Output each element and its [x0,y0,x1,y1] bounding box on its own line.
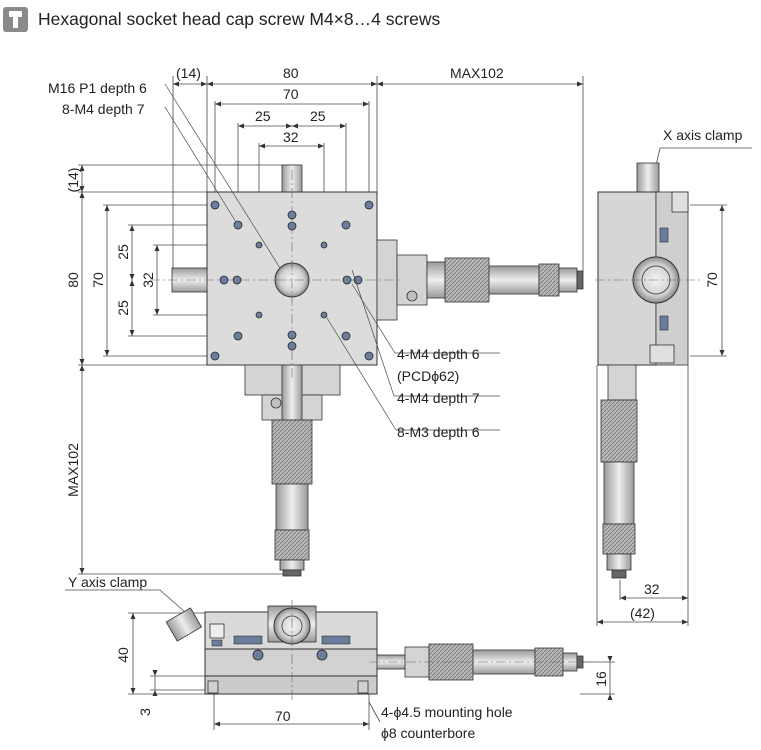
front-y-clamp-knob [165,607,203,642]
callout-m16: M16 P1 depth 6 [48,80,147,96]
dim-top-70: 70 [283,86,299,102]
front-dim-3: 3 [137,708,153,716]
side-dim-32: 32 [644,581,660,597]
mounting-hole-label: 4-ϕ4.5 mounting hole [381,704,513,720]
front-lower-body [204,648,378,677]
header: Hexagonal socket head cap screw M4×8…4 s… [0,0,761,40]
side-view: X axis clamp 70 32 (42) [595,127,752,626]
top-leader-lines [164,83,500,431]
dim-top-80: 80 [283,65,299,81]
side-y-micrometer [600,364,638,579]
front-holes [252,649,328,661]
callout-8-m4: 8-M4 depth 7 [62,101,145,117]
dim-top-25b: 25 [310,108,326,124]
top-view-arrowheads [79,81,583,574]
dim-max102-right: MAX102 [450,65,504,81]
side-dim-42: (42) [630,605,655,621]
front-dim-70: 70 [275,708,291,724]
side-arrowheads [597,205,725,625]
top-holes [210,200,374,361]
top-view: M16 P1 depth 6 8-M4 depth 7 4-M4 depth 6… [48,65,584,577]
front-arrowheads [130,613,613,727]
dim-left-80: 80 [65,272,81,288]
dim-left-25b: 25 [115,300,131,316]
side-dimension-lines [596,147,752,626]
side-dim-70: 70 [704,272,720,288]
dim-top-25a: 25 [255,108,271,124]
callout-pcd: (PCDϕ62) [397,368,459,384]
front-dim-16: 16 [593,671,609,687]
dim-top-14: (14) [176,65,201,81]
dim-max102-down: MAX102 [65,443,81,497]
front-x-micrometer [376,643,584,681]
side-holes [659,227,669,331]
front-dim-40: 40 [115,647,131,663]
front-base [204,675,378,695]
dim-left-70: 70 [90,272,106,288]
callout-8-m3: 8-M3 depth 6 [397,424,480,440]
front-view: Y axis clamp 40 3 70 16 4-ϕ4.5 mounting … [65,574,615,741]
x-micrometer [376,239,584,321]
dim-left-25a: 25 [115,244,131,260]
side-x-clamp-knob [636,162,660,193]
x-axis-clamp-label: X axis clamp [663,127,743,143]
page-title: Hexagonal socket head cap screw M4×8…4 s… [38,9,441,29]
counterbore-label: ϕ8 counterbore [381,725,475,741]
front-center-lines [291,600,590,700]
y-axis-clamp-label: Y axis clamp [68,574,147,590]
callout-4-m4-depth-6: 4-M4 depth 6 [397,346,480,362]
y-micrometer [244,364,341,577]
dim-left-14: (14) [65,168,81,193]
screw-icon [3,7,28,32]
dim-left-32: 32 [140,272,156,288]
dim-top-32: 32 [283,129,299,145]
callout-4-m4-depth-7: 4-M4 depth 7 [397,390,480,406]
